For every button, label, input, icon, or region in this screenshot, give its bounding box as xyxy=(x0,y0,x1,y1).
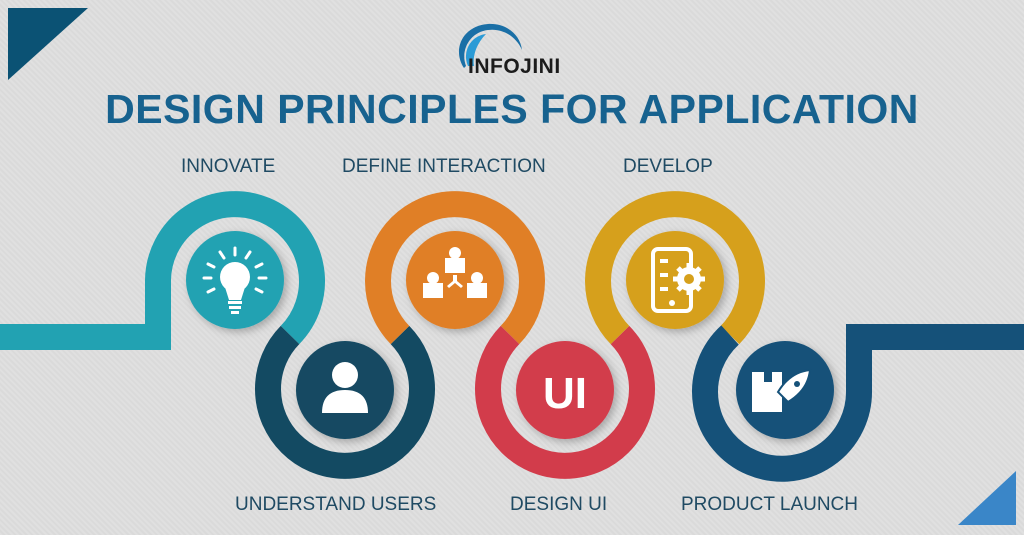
step-innovate-ring xyxy=(0,191,325,350)
step-label-understand-users: UNDERSTAND USERS xyxy=(235,494,437,515)
step-label-define-interaction: DEFINE INTERACTION xyxy=(342,156,546,177)
user-icon xyxy=(322,362,368,413)
step-label-innovate: INNOVATE xyxy=(181,156,276,177)
step-label-design-ui: DESIGN UI xyxy=(510,494,608,515)
page-title: DESIGN PRINCIPLES FOR APPLICATION xyxy=(105,86,919,132)
step-understand-users-ring xyxy=(255,325,435,479)
corner-triangle-top-left xyxy=(8,8,88,80)
step-label-product-launch: PRODUCT LAUNCH xyxy=(681,494,859,515)
step-label-develop: DEVELOP xyxy=(623,156,713,177)
corner-triangle-bottom-right xyxy=(958,471,1016,525)
step-develop-ring xyxy=(585,191,765,345)
rocket-launch-icon xyxy=(752,368,812,412)
logo-text: INFOJINI xyxy=(468,55,561,78)
mobile-settings-icon xyxy=(651,247,705,313)
swoosh-ring-icon xyxy=(458,23,522,68)
step-product-launch-ring xyxy=(692,324,1024,482)
step-define-interaction-ring xyxy=(365,191,545,345)
lightbulb-icon xyxy=(202,246,268,314)
ui-text-icon: UI xyxy=(543,369,587,418)
org-chart-icon xyxy=(423,247,487,298)
step-design-ui-ring xyxy=(475,325,655,479)
